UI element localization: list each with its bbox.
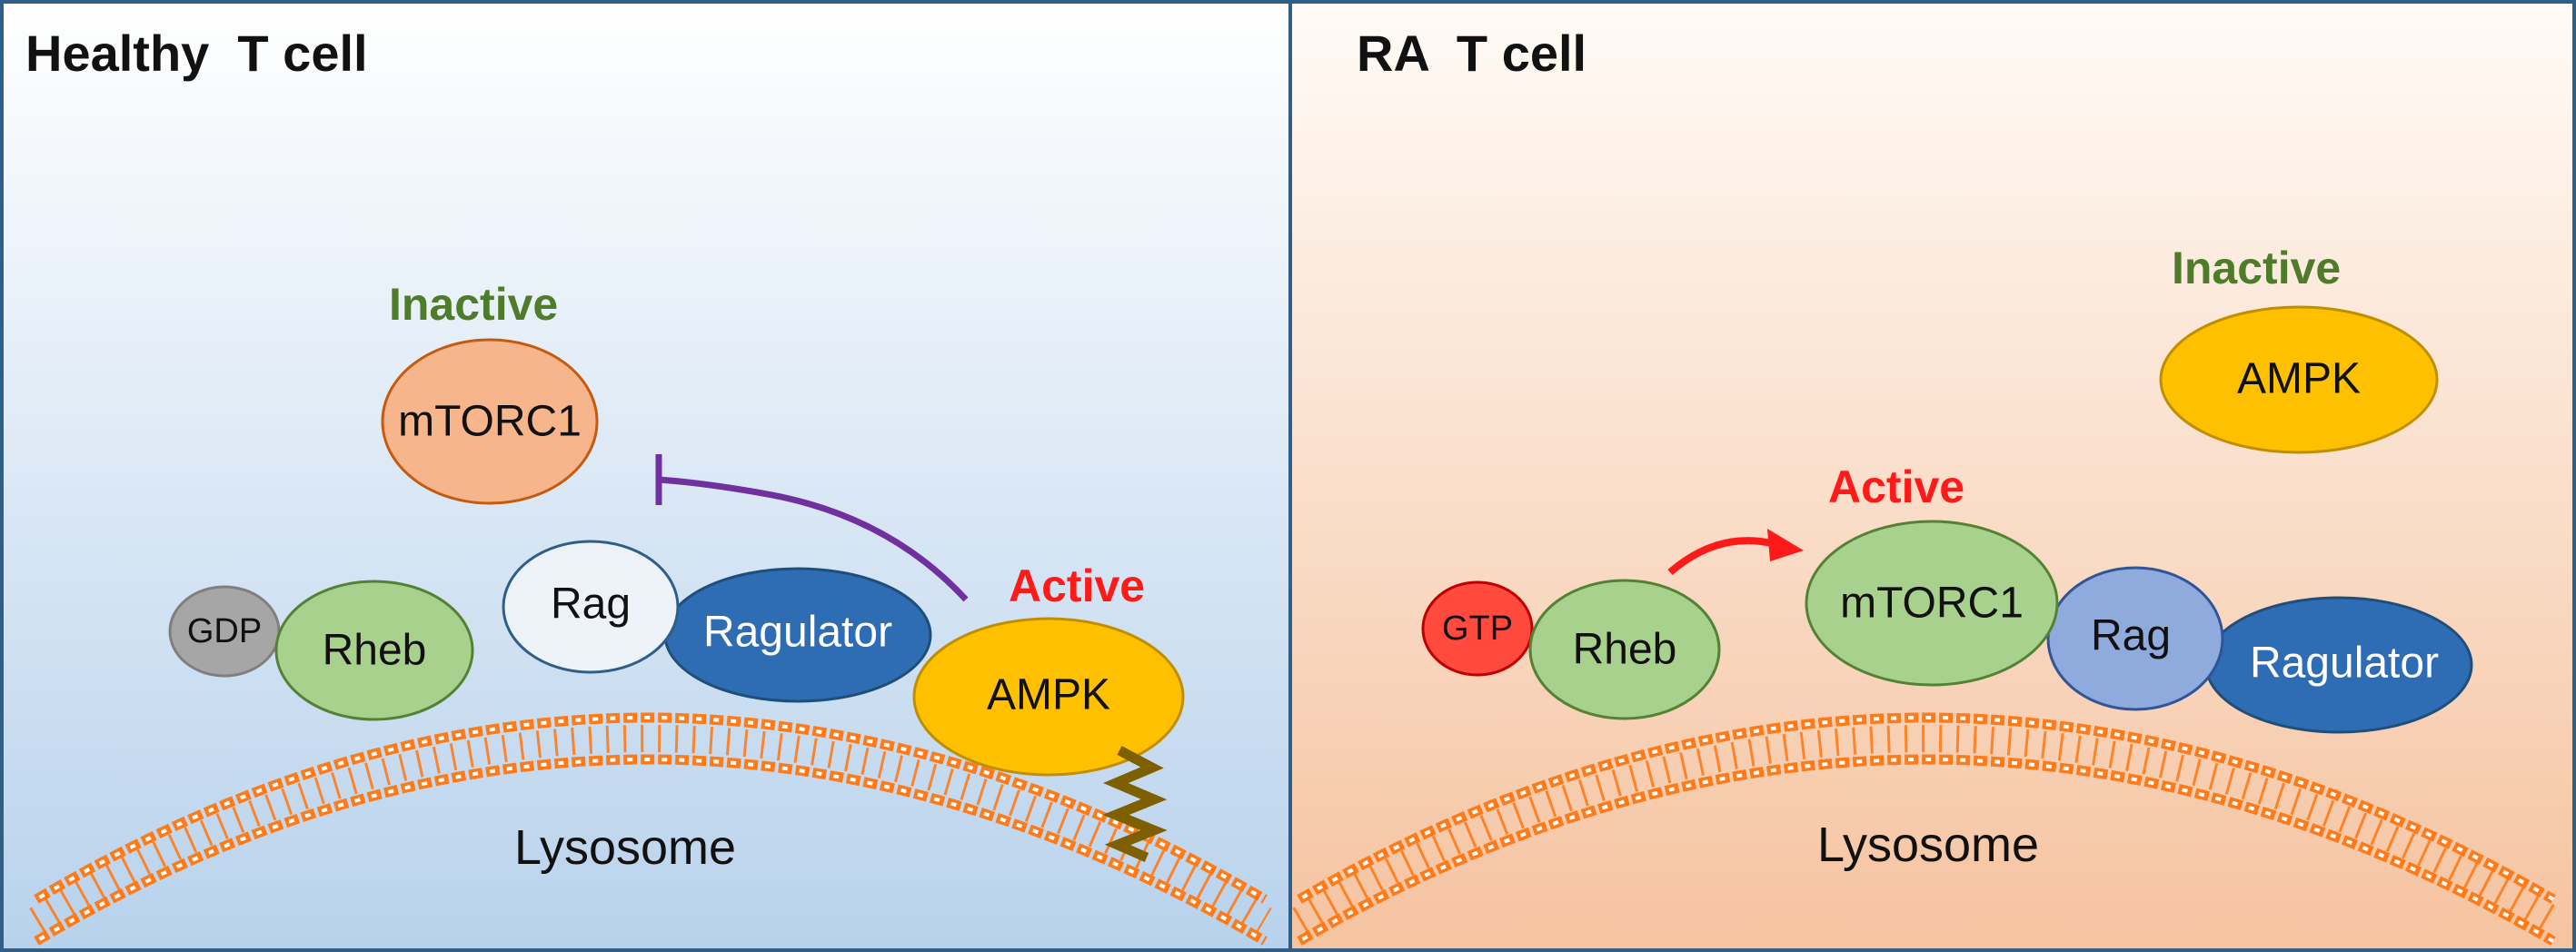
healthy-ampk-state: Active <box>1009 560 1145 611</box>
healthy-panel-background <box>0 0 1292 952</box>
ra-ampk-label: AMPK <box>2237 355 2361 403</box>
ra-rag <box>2046 566 2224 711</box>
ampk-membrane-anchor <box>1102 746 1168 863</box>
ra-ampk <box>2159 305 2439 454</box>
healthy-lysosome-label: Lysosome <box>514 820 736 875</box>
healthy-ragulator-label: Ragulator <box>703 609 892 657</box>
ra-ragulator-label: Ragulator <box>2250 640 2439 688</box>
ra-panel-background <box>1288 0 2576 952</box>
activation-arrow <box>1667 537 1773 576</box>
healthy-ampk-label: AMPK <box>987 671 1110 719</box>
activation-arrowhead <box>1767 529 1804 561</box>
healthy-panel-title: Healthy T cell <box>25 25 368 82</box>
ra-rheb <box>1528 579 1721 720</box>
inhibition-arrow <box>658 476 969 602</box>
healthy-mtorc1-state: Inactive <box>389 279 558 330</box>
healthy-panel: Healthy T cell Lysosome Inactive mTORC1 … <box>0 0 1292 952</box>
gdp-label: GDP <box>187 612 262 650</box>
ra-mtorc1 <box>1805 520 2059 687</box>
healthy-ampk <box>912 617 1185 777</box>
ra-panel: RA T cell Lysosome Inactive AMPK Active … <box>1288 0 2576 952</box>
healthy-rheb <box>274 580 474 721</box>
healthy-mtorc1 <box>381 338 599 505</box>
healthy-rheb-label: Rheb <box>323 627 427 675</box>
ra-rheb-label: Rheb <box>1573 626 1677 674</box>
ra-lysosome-label: Lysosome <box>1817 818 2039 872</box>
ra-lysosome-membrane <box>1292 712 2561 946</box>
gtp-label: GTP <box>1442 610 1513 648</box>
ra-mtorc1-state: Active <box>1828 461 1964 512</box>
ra-rag-label: Rag <box>2091 612 2171 660</box>
ra-panel-title: RA T cell <box>1357 25 1586 82</box>
healthy-rag <box>502 540 680 674</box>
healthy-rag-label: Rag <box>551 580 631 629</box>
healthy-lysosome-membrane <box>29 712 1272 946</box>
gtp <box>1421 580 1534 677</box>
ra-ampk-state: Inactive <box>2172 243 2341 293</box>
ra-mtorc1-label: mTORC1 <box>1840 580 2024 628</box>
healthy-mtorc1-label: mTORC1 <box>398 398 582 446</box>
